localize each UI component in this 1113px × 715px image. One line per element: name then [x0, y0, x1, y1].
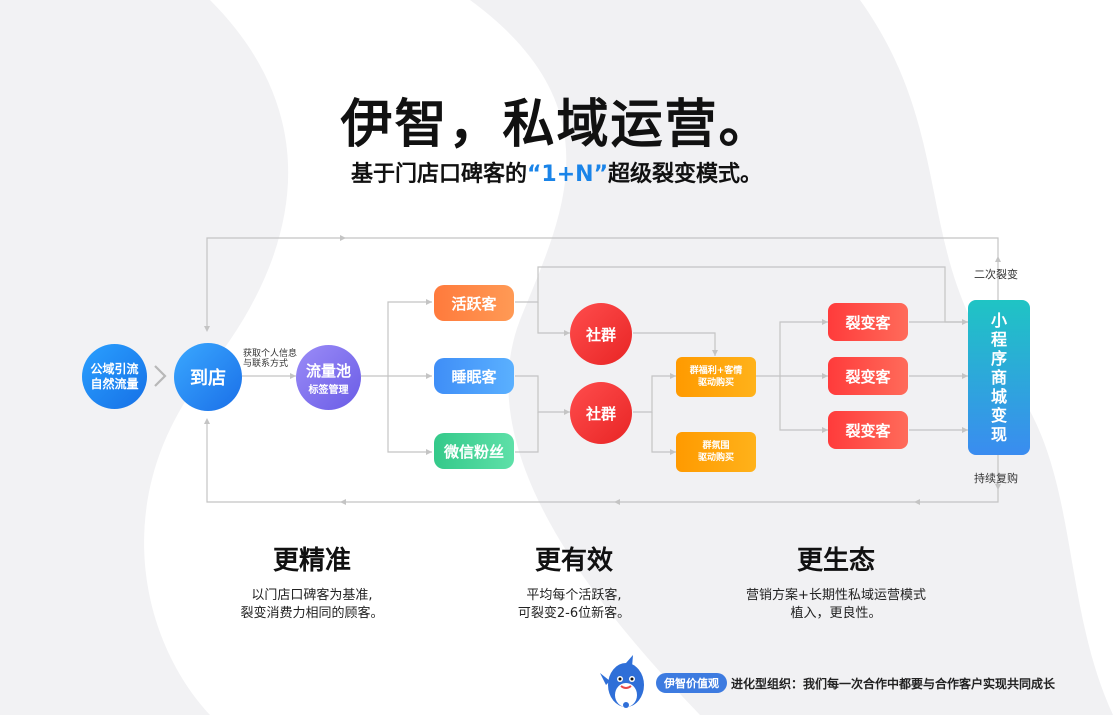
- feature-effective: 更有效 平均每个活跃客, 可裂变2-6位新客。: [444, 540, 704, 623]
- atmosphere-drive-line2: 驱动购买: [697, 453, 734, 463]
- public-traffic-line2: 自然流量: [90, 376, 139, 391]
- mini-program-char-2: 程: [990, 330, 1007, 349]
- repeat-purchase-label: 持续复购: [974, 472, 1018, 485]
- benefit-drive-box: 群福利+客情 驱动购买: [676, 357, 756, 397]
- feature-text: 营销方案+长期性私域运营模式 植入，更良性。: [706, 587, 966, 623]
- subtitle-suffix: 超级裂变模式。: [608, 162, 763, 187]
- subtitle-prefix: 基于门店口碑客的: [350, 162, 527, 187]
- mini-program-char-3: 序: [990, 349, 1007, 368]
- traffic-pool-node: 流量池 标签管理: [296, 345, 361, 410]
- community-node-2: 社群: [570, 382, 632, 444]
- public-traffic-node: 公域引流 自然流量: [82, 344, 147, 409]
- fission-customer-box-1: 裂变客: [828, 303, 908, 341]
- feature-line: 平均每个活跃客,: [526, 588, 622, 603]
- dormant-customer-box: 睡眠客: [434, 358, 514, 394]
- fission-customer-label-1: 裂变客: [845, 313, 891, 332]
- feature-line: 营销方案+长期性私域运营模式: [746, 588, 926, 603]
- active-customer-box: 活跃客: [434, 285, 514, 321]
- feature-heading: 更生态: [796, 546, 875, 576]
- collect-info-line1: 获取个人信息: [243, 349, 298, 359]
- fission-customer-box-3: 裂变客: [828, 411, 908, 449]
- feature-text: 以门店口碑客为基准, 裂变消费力相同的顾客。: [182, 587, 442, 623]
- wechat-fans-box: 微信粉丝: [434, 433, 514, 469]
- fission-customer-box-2: 裂变客: [828, 357, 908, 395]
- dolphin-mascot-icon: [600, 655, 644, 708]
- subtitle-highlight: “1+N”: [526, 162, 609, 187]
- traffic-pool-sub: 标签管理: [308, 384, 349, 396]
- mini-program-char-5: 城: [990, 387, 1007, 406]
- values-badge: 伊智价值观: [656, 673, 727, 693]
- feature-line: 以门店口碑客为基准,: [251, 588, 373, 603]
- feature-precise: 更精准 以门店口碑客为基准, 裂变消费力相同的顾客。: [182, 540, 442, 623]
- page-subtitle: 基于门店口碑客的“1+N”超级裂变模式。: [0, 156, 1113, 188]
- feature-line: 可裂变2-6位新客。: [517, 606, 631, 621]
- mini-program-mall-box: 小 程 序 商 城 变 现: [968, 300, 1030, 455]
- collect-info-line2: 与联系方式: [243, 359, 289, 369]
- feature-ecological: 更生态 营销方案+长期性私域运营模式 植入，更良性。: [706, 540, 966, 623]
- community-label-1: 社群: [585, 325, 616, 344]
- mini-program-char-1: 小: [990, 311, 1007, 330]
- wechat-fans-label: 微信粉丝: [443, 442, 504, 461]
- mini-program-char-7: 现: [990, 425, 1007, 444]
- feature-heading: 更有效: [534, 546, 613, 576]
- feature-line: 裂变消费力相同的顾客。: [240, 606, 384, 621]
- page-title: 伊智，私域运营。: [340, 95, 773, 155]
- mini-program-char-6: 变: [990, 406, 1007, 425]
- benefit-drive-line2: 驱动购买: [697, 378, 734, 388]
- public-traffic-line1: 公域引流: [90, 361, 139, 376]
- fission-customer-label-3: 裂变客: [845, 421, 891, 440]
- active-customer-label: 活跃客: [451, 294, 497, 313]
- community-label-2: 社群: [585, 404, 616, 423]
- feature-heading: 更精准: [272, 546, 351, 576]
- feature-line: 植入，更良性。: [790, 606, 882, 621]
- to-store-node: 到店: [174, 343, 242, 411]
- second-fission-label: 二次裂变: [974, 268, 1018, 281]
- fission-customer-label-2: 裂变客: [845, 367, 891, 386]
- traffic-pool-title: 流量池: [305, 361, 351, 380]
- collect-info-label: 获取个人信息 与联系方式: [243, 349, 297, 369]
- community-node-1: 社群: [570, 303, 632, 365]
- atmosphere-drive-line1: 群氛围: [702, 441, 730, 451]
- values-statement: 进化型组织：我们每一次合作中都要与合作客户实现共同成长: [731, 677, 1056, 691]
- atmosphere-drive-box: 群氛围 驱动购买: [676, 432, 756, 472]
- to-store-label: 到店: [190, 368, 226, 389]
- mini-program-char-4: 商: [990, 368, 1007, 387]
- benefit-drive-line1: 群福利+客情: [689, 366, 743, 376]
- feature-text: 平均每个活跃客, 可裂变2-6位新客。: [444, 587, 704, 623]
- dormant-customer-label: 睡眠客: [451, 367, 497, 386]
